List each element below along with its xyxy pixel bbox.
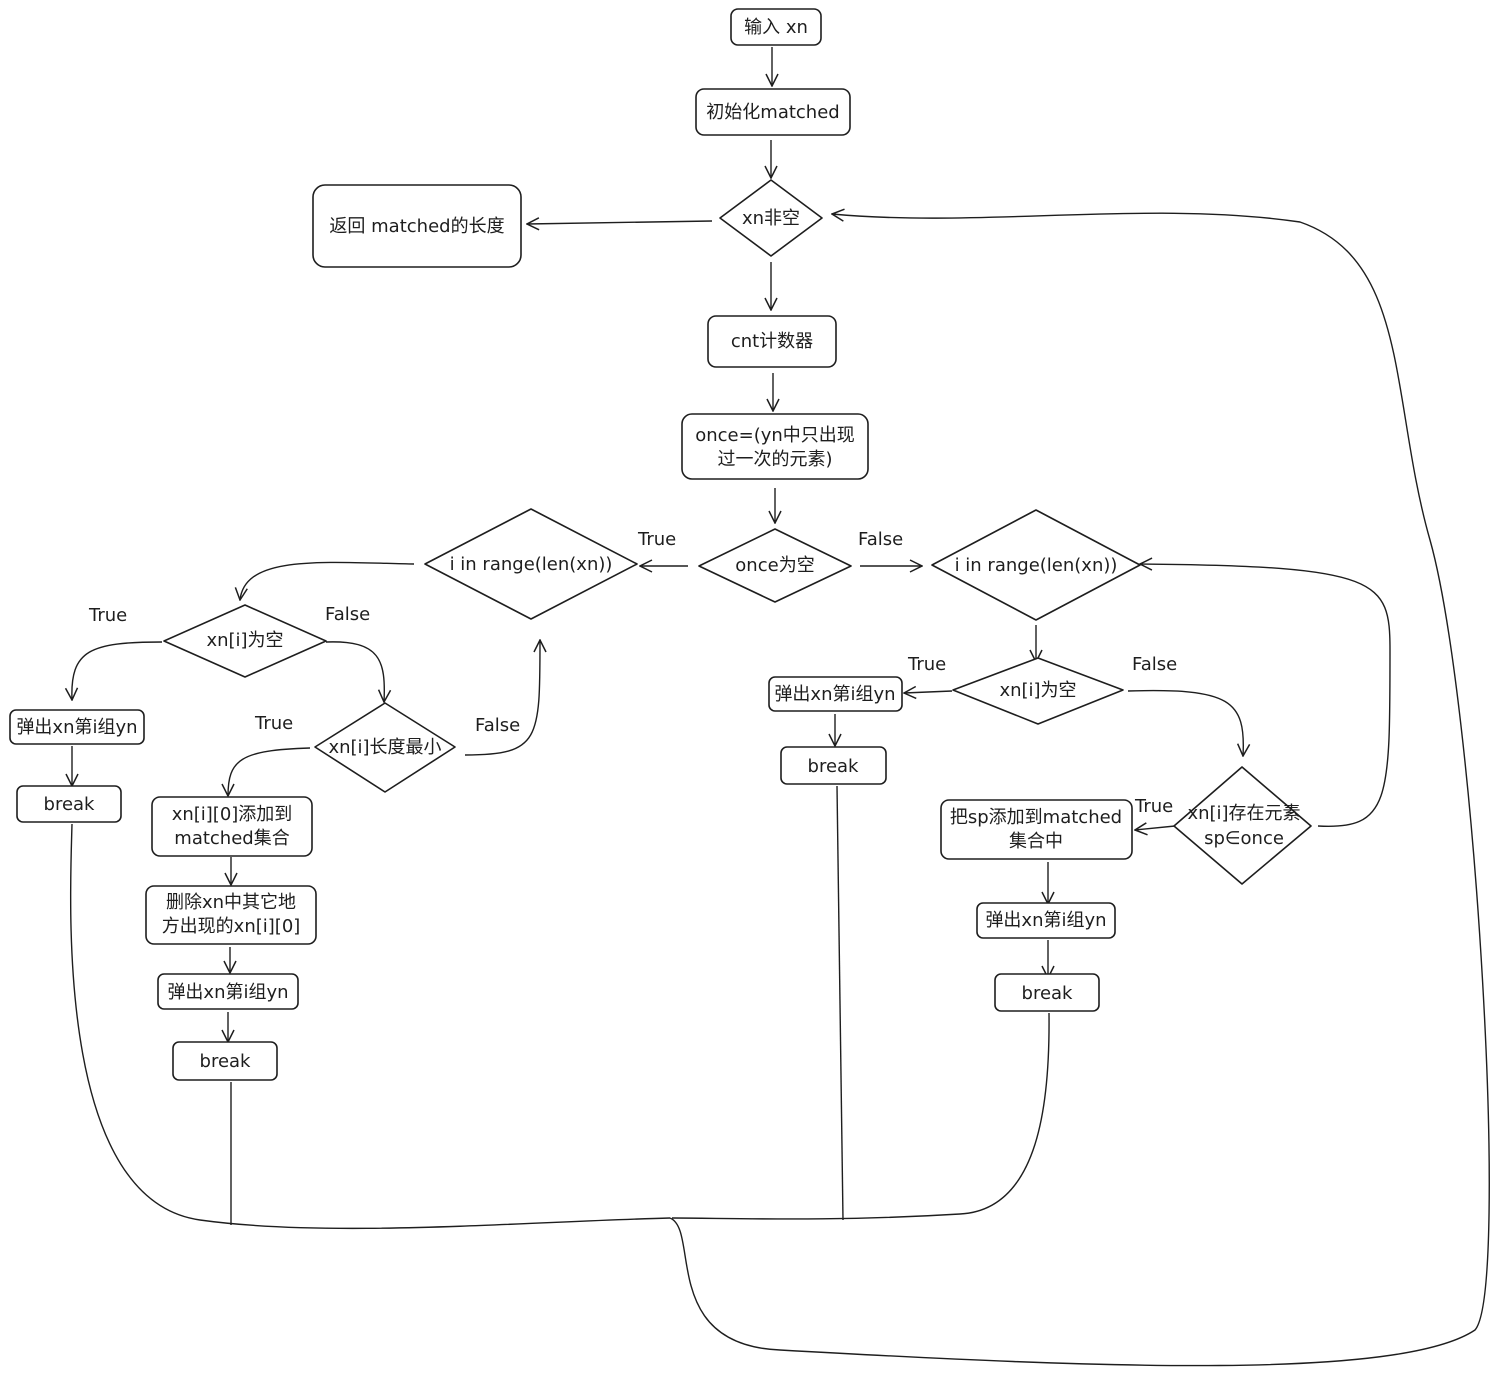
node-xn-not-empty: xn非空 — [719, 179, 823, 257]
node-break-left-2-line-1: break — [200, 1051, 252, 1072]
node-xni-empty-right-line-1: xn[i]为空 — [999, 680, 1076, 701]
edge-sp-false-back-to-loop — [1140, 564, 1391, 828]
label-right-empty-false: False — [1132, 654, 1177, 675]
node-pop-left-1-line-1: 弹出xn第i组yn — [16, 717, 137, 738]
edge-break-left1-return — [69, 823, 671, 1230]
edge-right-empty-true — [904, 691, 953, 693]
node-cnt-counter: cnt计数器 — [707, 315, 837, 368]
node-loop-left-line-1: i in range(len(xn)) — [450, 554, 613, 575]
label-min-false: False — [475, 715, 520, 736]
node-once-def-line-2: 过一次的元素) — [717, 449, 832, 470]
edge-break-right1-return — [836, 785, 844, 1221]
node-cnt-counter-line-1: cnt计数器 — [731, 331, 813, 352]
node-break-left-2: break — [172, 1041, 278, 1081]
label-min-true: True — [254, 713, 293, 734]
node-pop-left-2-line-1: 弹出xn第i组yn — [167, 982, 288, 1003]
node-break-right-2-line-1: break — [1022, 983, 1074, 1004]
node-xni-min-len: xn[i]长度最小 — [314, 702, 456, 793]
node-xni-min-len-line-1: xn[i]长度最小 — [328, 737, 441, 758]
node-break-right-1-line-1: break — [808, 756, 860, 777]
node-return-len: 返回 matched的长度 — [312, 184, 522, 268]
edge-labels: True False True False True False True Fa… — [88, 529, 1177, 817]
edges — [69, 47, 1490, 1367]
node-pop-left-2: 弹出xn第i组yn — [157, 973, 299, 1010]
node-pop-left-1: 弹出xn第i组yn — [9, 709, 145, 745]
node-pop-right-1: 弹出xn第i组yn — [768, 676, 903, 712]
node-delete-others-line-1: 删除xn中其它地 — [166, 892, 296, 913]
edge-decision-to-return — [527, 221, 713, 224]
node-once-def: once=(yn中只出现 过一次的元素) — [681, 413, 869, 480]
node-xni-empty-left: xn[i]为空 — [163, 604, 327, 678]
label-right-empty-true: True — [907, 654, 946, 675]
node-add-sp: 把sp添加到matched 集合中 — [940, 799, 1133, 860]
edge-break-right2-return — [671, 1012, 1050, 1220]
edge-left-empty-true — [72, 641, 163, 700]
node-input: 输入 xn — [730, 8, 822, 46]
node-pop-right-1-line-1: 弹出xn第i组yn — [774, 684, 895, 705]
edge-min-false-back-to-loop — [464, 640, 540, 756]
node-sp-in-once: xn[i]存在元素 sp∈once — [1173, 766, 1312, 885]
node-once-def-line-1: once=(yn中只出现 — [695, 425, 855, 446]
label-once-false: False — [858, 529, 903, 550]
label-sp-true: True — [1134, 796, 1173, 817]
node-add-sp-line-1: 把sp添加到matched — [950, 807, 1122, 828]
node-pop-right-2: 弹出xn第i组yn — [976, 902, 1116, 939]
node-loop-left: i in range(len(xn)) — [424, 508, 638, 620]
node-add-xni0: xn[i][0]添加到 matched集合 — [151, 796, 313, 857]
node-xn-not-empty-line-1: xn非空 — [742, 208, 800, 229]
edge-return-to-outer-decision — [669, 213, 1490, 1367]
node-delete-others: 删除xn中其它地 方出现的xn[i][0] — [145, 885, 317, 945]
nodes: 输入 xn 初始化matched xn非空 返回 matched的长度 cnt计… — [9, 8, 1312, 1081]
node-init-matched-line-1: 初始化matched — [706, 102, 839, 123]
node-pop-right-2-line-1: 弹出xn第i组yn — [985, 910, 1106, 931]
node-break-right-1: break — [780, 746, 887, 785]
node-init-matched: 初始化matched — [695, 88, 851, 136]
node-break-left-1-line-1: break — [44, 794, 96, 815]
node-add-xni0-line-1: xn[i][0]添加到 — [172, 804, 293, 825]
node-loop-right: i in range(len(xn)) — [931, 509, 1141, 621]
edge-right-empty-false — [1127, 689, 1243, 756]
label-left-empty-true: True — [88, 605, 127, 626]
node-return-len-line-1: 返回 matched的长度 — [329, 216, 504, 237]
node-add-xni0-line-2: matched集合 — [174, 828, 289, 849]
node-add-sp-line-2: 集合中 — [1009, 831, 1063, 852]
node-xni-empty-right: xn[i]为空 — [952, 657, 1124, 725]
label-once-true: True — [637, 529, 676, 550]
node-break-left-1: break — [16, 785, 122, 823]
edge-sp-true-to-add — [1135, 826, 1176, 830]
node-sp-in-once-line-1: xn[i]存在元素 — [1187, 803, 1300, 824]
node-once-empty-line-1: once为空 — [735, 555, 814, 576]
node-sp-in-once-line-2: sp∈once — [1204, 828, 1284, 849]
node-break-right-2: break — [994, 973, 1100, 1012]
node-delete-others-line-2: 方出现的xn[i][0] — [162, 916, 301, 937]
label-left-empty-false: False — [325, 604, 370, 625]
edge-min-true — [228, 747, 311, 796]
edge-left-empty-false — [325, 641, 384, 702]
node-xni-empty-left-line-1: xn[i]为空 — [206, 630, 283, 651]
node-once-empty: once为空 — [698, 528, 852, 603]
node-input-line-1: 输入 xn — [744, 17, 808, 38]
node-loop-right-line-1: i in range(len(xn)) — [955, 555, 1118, 576]
edge-loop-left-to-xni-empty — [240, 561, 415, 600]
